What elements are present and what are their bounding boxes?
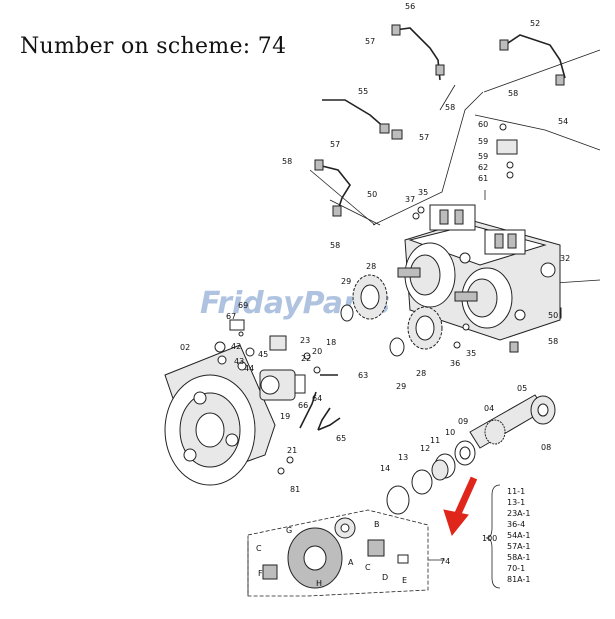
label-74: 74	[440, 557, 450, 566]
hydraulic-pump-assembly	[397, 204, 561, 341]
label-12: 12	[420, 444, 430, 453]
label-56: 56	[405, 2, 415, 11]
label-59: 59	[478, 152, 488, 161]
label-08: 08	[541, 443, 551, 452]
scheme-number-caption: Number on scheme: 74	[20, 34, 287, 59]
kit-item: 36-4	[507, 520, 525, 529]
label-10: 10	[445, 428, 455, 437]
label-36: 36	[450, 359, 460, 368]
kit-list: 11-1 13-1 23A-1 36-4 54A-1 57A-1 58A-1 7…	[507, 487, 530, 584]
label-66: 66	[298, 401, 308, 410]
coupling-kit	[247, 517, 409, 596]
label-20: 20	[312, 347, 322, 356]
label-C: C	[365, 563, 371, 572]
label-14: 14	[380, 464, 390, 473]
label-05: 05	[517, 384, 527, 393]
label-43: 43	[234, 357, 244, 366]
kit-item: 23A-1	[507, 509, 530, 518]
label-32: 32	[560, 254, 570, 263]
kit-item: 70-1	[507, 564, 525, 573]
label-18: 18	[326, 338, 336, 347]
label-57: 57	[330, 140, 340, 149]
label-65: 65	[336, 434, 346, 443]
highlight-arrow	[443, 476, 478, 537]
label-F: F	[258, 569, 263, 578]
kit-list-brace	[485, 484, 501, 589]
kit-item: 54A-1	[507, 531, 530, 540]
label-58: 58	[445, 103, 455, 112]
label-63: 63	[358, 371, 368, 380]
kit-item: 81A-1	[507, 575, 530, 584]
label-61: 61	[478, 174, 488, 183]
label-58: 58	[548, 337, 558, 346]
label-11: 11	[430, 436, 440, 445]
label-02: 02	[180, 343, 190, 352]
label-29: 29	[341, 277, 351, 286]
label-37: 37	[405, 195, 415, 204]
label-57: 57	[365, 37, 375, 46]
label-13: 13	[398, 453, 408, 462]
label-28: 28	[416, 369, 426, 378]
kit-item: 57A-1	[507, 542, 530, 551]
label-81: 81	[290, 485, 300, 494]
label-58: 58	[508, 89, 518, 98]
kit-item: 58A-1	[507, 553, 530, 562]
kit-leader-lines	[309, 49, 601, 286]
label-19: 19	[280, 412, 290, 421]
shaft-assembly	[386, 394, 556, 515]
label-09: 09	[458, 417, 468, 426]
label-G: G	[286, 526, 292, 535]
label-59: 59	[478, 137, 488, 146]
label-69: 69	[238, 301, 248, 310]
label-58: 58	[330, 241, 340, 250]
gear-assembly	[340, 206, 470, 357]
label-35: 35	[418, 188, 428, 197]
label-A: A	[348, 558, 354, 567]
label-28: 28	[366, 262, 376, 271]
label-45: 45	[258, 350, 268, 359]
label-55: 55	[358, 87, 368, 96]
label-67: 67	[226, 312, 236, 321]
label-04: 04	[484, 404, 494, 413]
callout-labels: 56 57 52 58 58 54 55 57 57 60 59 59 62 6…	[180, 2, 570, 588]
label-50: 50	[548, 311, 558, 320]
label-C: C	[256, 544, 262, 553]
label-23: 23	[300, 336, 310, 345]
label-D: D	[382, 573, 388, 582]
label-35: 35	[466, 349, 476, 358]
label-54: 54	[558, 117, 568, 126]
kit-item: 13-1	[507, 498, 525, 507]
label-52: 52	[530, 19, 540, 28]
pump-housing-assembly	[164, 319, 341, 486]
label-64: 64	[312, 394, 322, 403]
label-H: H	[316, 579, 322, 588]
label-B: B	[374, 520, 380, 529]
kit-item: 11-1	[507, 487, 525, 496]
label-42: 42	[231, 342, 241, 351]
label-57: 57	[419, 133, 429, 142]
label-44: 44	[244, 364, 254, 373]
label-29: 29	[396, 382, 406, 391]
label-60: 60	[478, 120, 488, 129]
label-62: 62	[478, 163, 488, 172]
label-22: 22	[301, 354, 311, 363]
label-E: E	[402, 576, 407, 585]
label-58: 58	[282, 157, 292, 166]
label-21: 21	[287, 446, 297, 455]
label-100: 100	[482, 534, 497, 543]
label-50: 50	[367, 190, 377, 199]
